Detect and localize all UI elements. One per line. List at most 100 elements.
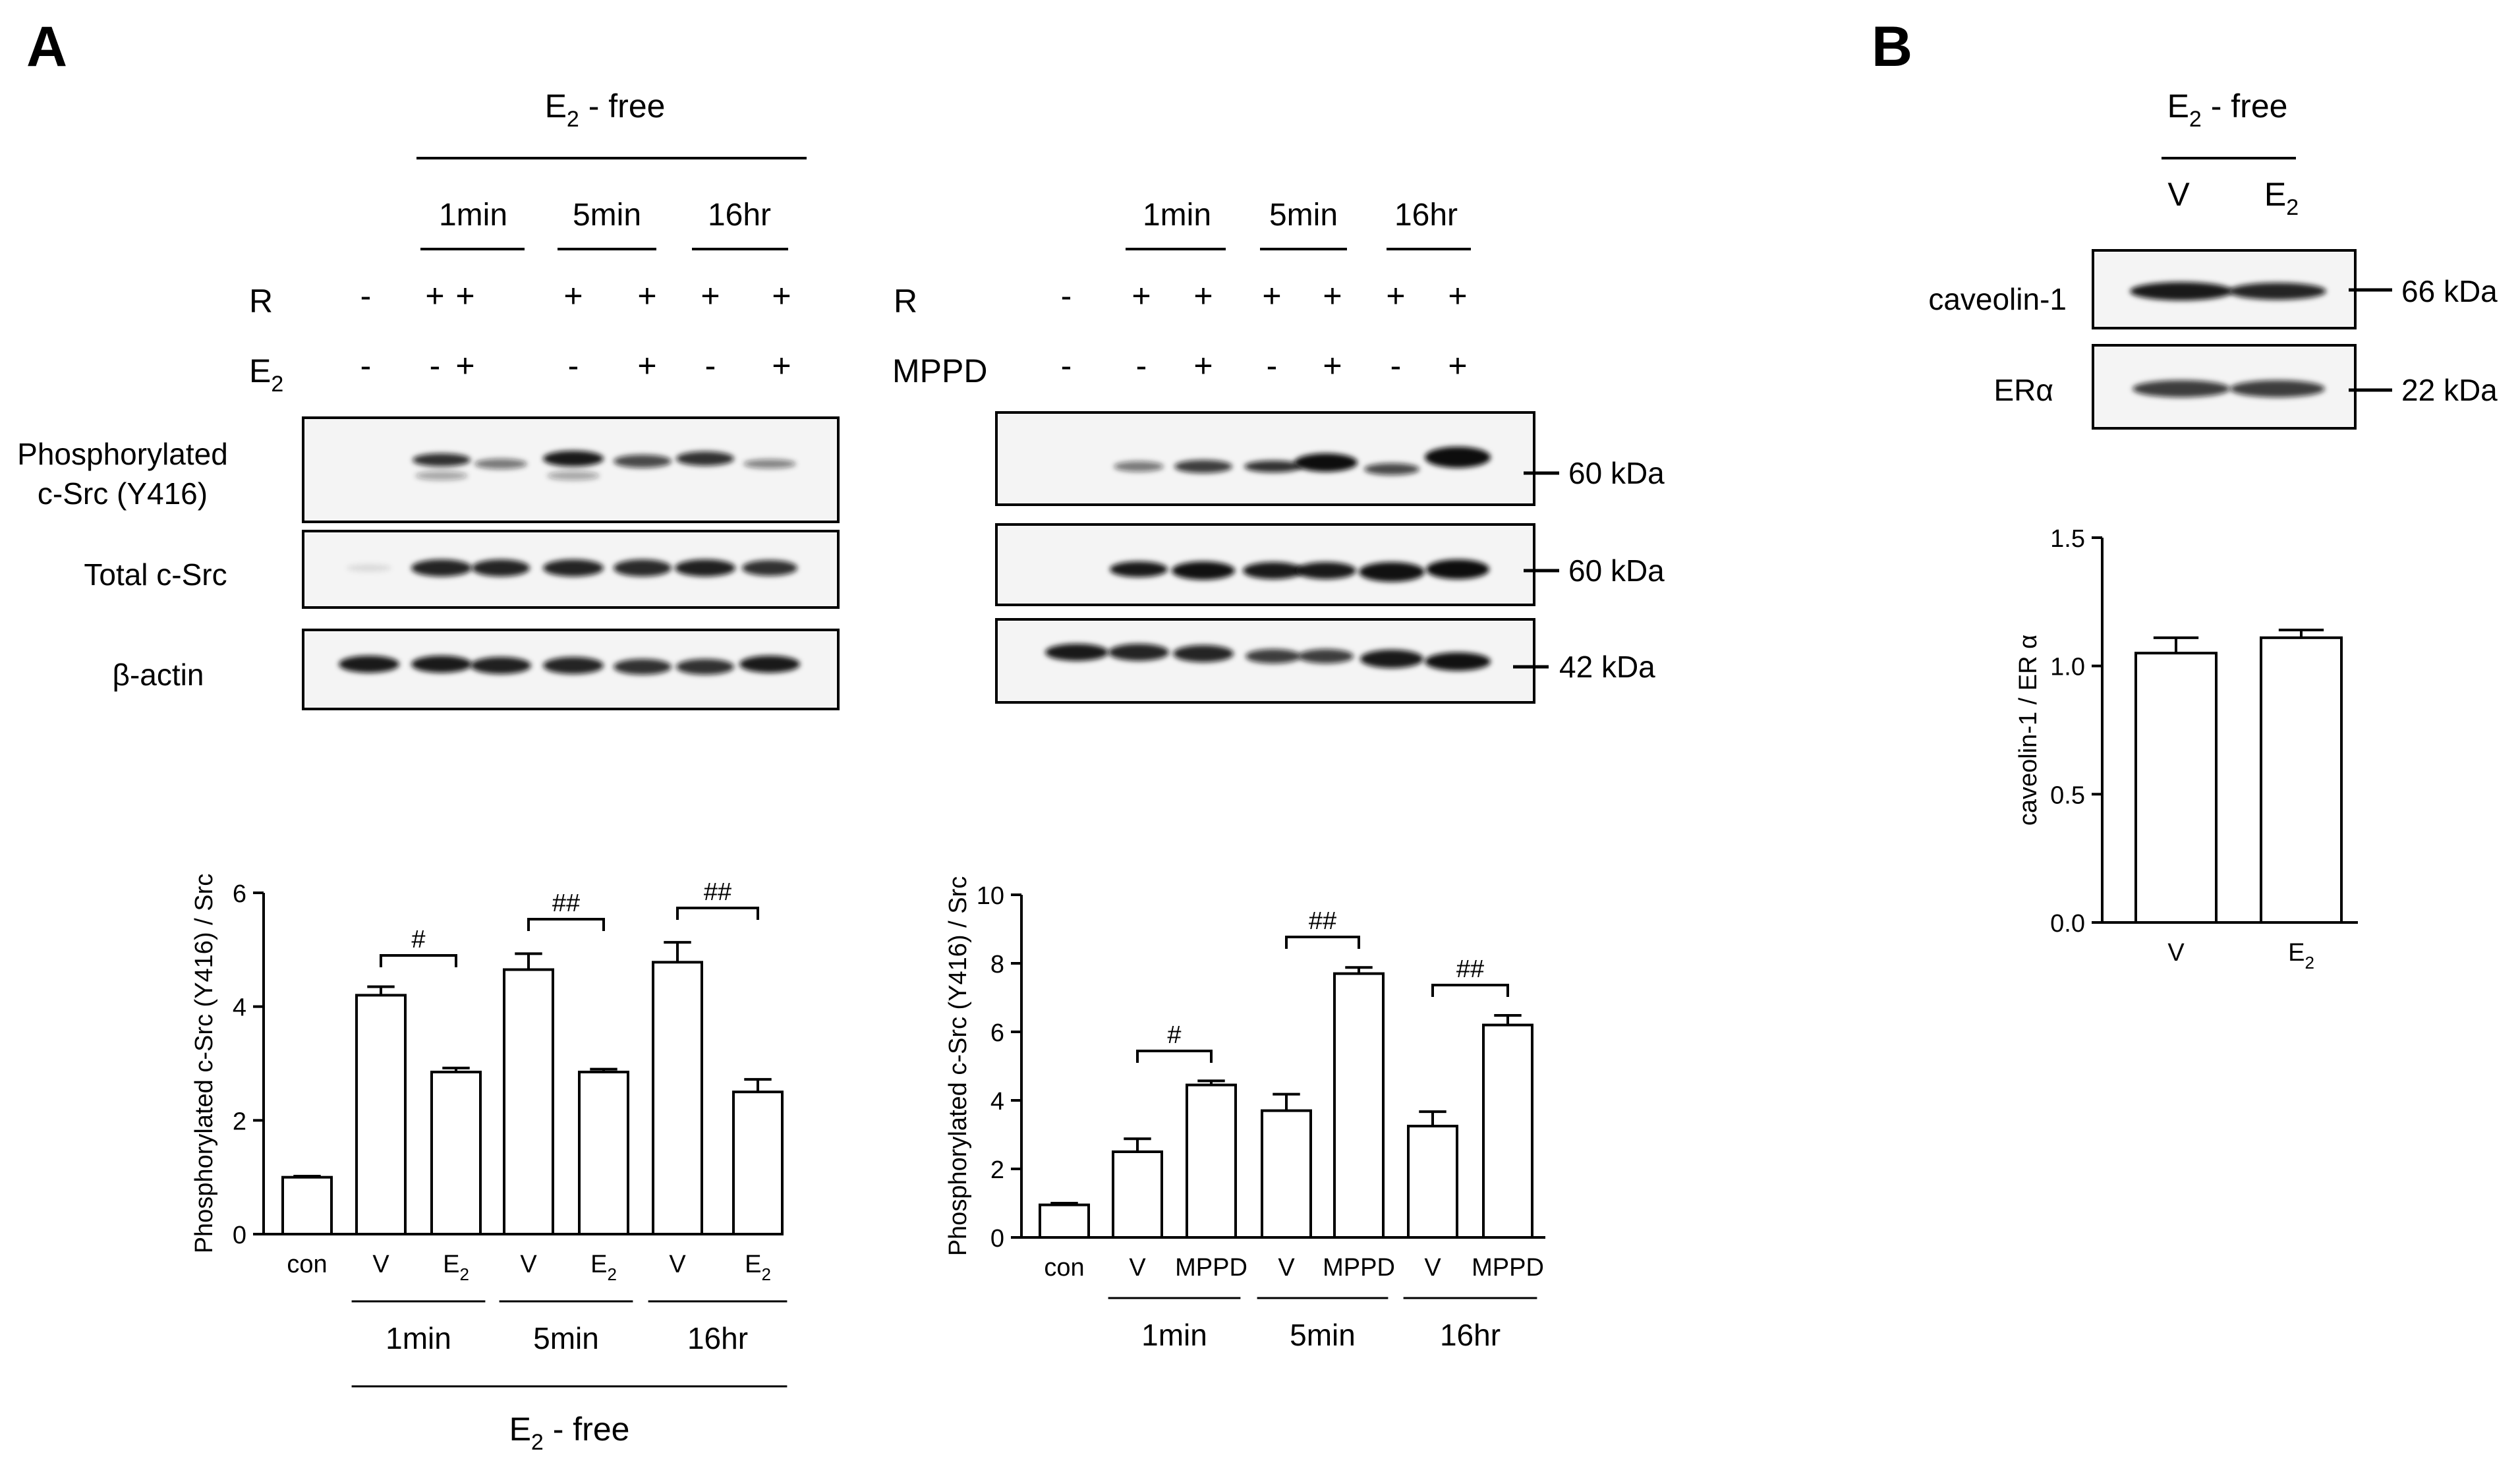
right-strip-total-band (1426, 559, 1489, 579)
y-tick-label: 0.5 (2050, 781, 2085, 809)
right-strip-phospho-band (1294, 453, 1358, 472)
right-r-value-6: + (1448, 277, 1467, 314)
left-strip-phospho-band (543, 451, 604, 467)
left-strip-phospho-band (743, 459, 796, 468)
left-r-value-5: + (701, 277, 720, 314)
right-strip-actin-band (1045, 644, 1108, 661)
y-tick-label: 1.0 (2050, 654, 2085, 681)
y-tick-label: 0 (990, 1225, 1004, 1253)
right-strip-phospho-band (1114, 461, 1164, 472)
bar (355, 994, 407, 1236)
x-tick-label: E2 (590, 1251, 617, 1284)
left-e2-value-5: - (705, 347, 716, 384)
b-lane-v: V (2167, 176, 2190, 213)
b-strip-era-band (2230, 380, 2325, 397)
right-marker-2: 60 kDa (1568, 553, 1665, 588)
left-strip-actin (302, 629, 840, 710)
bar (1186, 1083, 1237, 1239)
significance-bracket: ## (527, 890, 605, 931)
group-label: 1min (386, 1321, 451, 1355)
b-marker-2: 22 kDa (2401, 373, 2498, 407)
significance-mark: ## (1456, 955, 1484, 983)
right-mppd-values: --+-+-+ (1061, 347, 1468, 384)
left-r-value-1: + (425, 277, 444, 314)
y-tick-label: 1.5 (2050, 525, 2085, 553)
left-e2-value-2: + (455, 347, 474, 384)
bar (652, 961, 703, 1235)
bar (1407, 1125, 1458, 1239)
left-e2-value-6: + (772, 347, 791, 384)
bar (1112, 1150, 1163, 1239)
right-r-value-2: + (1193, 277, 1213, 314)
right-strip-phospho-band (1174, 460, 1232, 473)
right-marker-3: 42 kDa (1559, 650, 1655, 684)
left-strip-phospho-band (474, 459, 527, 469)
left-e2-free-header: E2 - free (545, 88, 666, 132)
left-row-r-label: R (249, 283, 273, 320)
significance-mark: ## (1309, 907, 1336, 935)
left-row-e2-label: E2 (249, 353, 283, 397)
x-tick-label: E2 (443, 1251, 469, 1284)
left-strip-label-phospho-1: Phosphorylated (17, 437, 228, 471)
significance-mark: # (1167, 1021, 1181, 1049)
bottom-group-label: E2 - free (509, 1411, 630, 1455)
left-r-value-3: + (563, 277, 583, 314)
right-strip-actin-band (1246, 649, 1301, 664)
blot-b (2092, 249, 2357, 430)
significance-mark: ## (704, 878, 731, 906)
left-strip-total (302, 530, 840, 609)
left-strip-total-band (675, 559, 735, 577)
right-strip-actin-band (1425, 652, 1491, 671)
x-tick-label: V (1278, 1254, 1295, 1282)
left-r-value-6: + (772, 277, 791, 314)
left-strip-total-band (614, 559, 672, 577)
left-strip-actin-band (543, 657, 604, 674)
left-time-16hr: 16hr (708, 198, 771, 233)
left-e2-value-1: - (430, 347, 441, 384)
left-strip-phospho-band (676, 451, 734, 466)
y-tick-label: 0.0 (2050, 910, 2085, 938)
x-tick-label: E2 (2288, 939, 2314, 973)
b-lane-e2: E2 (2264, 176, 2299, 220)
group-label: 5min (533, 1321, 599, 1355)
bar (1482, 1023, 1533, 1239)
left-strip-total-band (543, 559, 604, 577)
right-strip-actin-band (1173, 645, 1234, 662)
b-marker-1: 66 kDa (2401, 274, 2498, 308)
right-r-value-5: + (1386, 277, 1405, 314)
right-strip-total-band (1296, 562, 1356, 579)
right-r-values: -++++++ (1061, 277, 1468, 314)
left-strip-total-band (742, 560, 797, 576)
left-time-5min: 5min (573, 198, 641, 233)
y-tick-label: 10 (977, 882, 1004, 910)
right-strip-actin (995, 618, 1535, 704)
right-r-value-3: + (1262, 277, 1281, 314)
y-tick-label: 6 (990, 1019, 1004, 1047)
right-strip-phospho-band (1425, 447, 1491, 468)
left-e2-values: --+-+-+ (360, 347, 791, 384)
b-strip-caveolin-band (2229, 283, 2326, 300)
left-strip-label-phospho-2: c-Src (Y416) (38, 476, 208, 511)
right-r-value-1: + (1131, 277, 1151, 314)
x-tick-label: MPPD (1323, 1254, 1395, 1282)
right-time-5min: 5min (1269, 198, 1338, 233)
left-strip-actin-band (471, 657, 531, 674)
right-strip-total-band (1172, 561, 1235, 580)
significance-mark: ## (552, 890, 580, 917)
right-r-value-4: + (1323, 277, 1342, 314)
bar (732, 1090, 784, 1235)
significance-bracket: ## (676, 878, 759, 920)
y-tick-label: 4 (233, 994, 246, 1022)
x-tick-label: V (372, 1251, 389, 1278)
x-tick-label: con (1044, 1254, 1084, 1282)
left-r-value-0: - (360, 277, 372, 314)
right-mppd-value-3: - (1267, 347, 1278, 384)
right-mppd-value-6: + (1448, 347, 1467, 384)
right-time-1min: 1min (1143, 198, 1211, 233)
panel-a-label: A (26, 15, 67, 78)
b-strip-caveolin-band (2130, 282, 2233, 300)
right-marker-1: 60 kDa (1568, 456, 1665, 490)
